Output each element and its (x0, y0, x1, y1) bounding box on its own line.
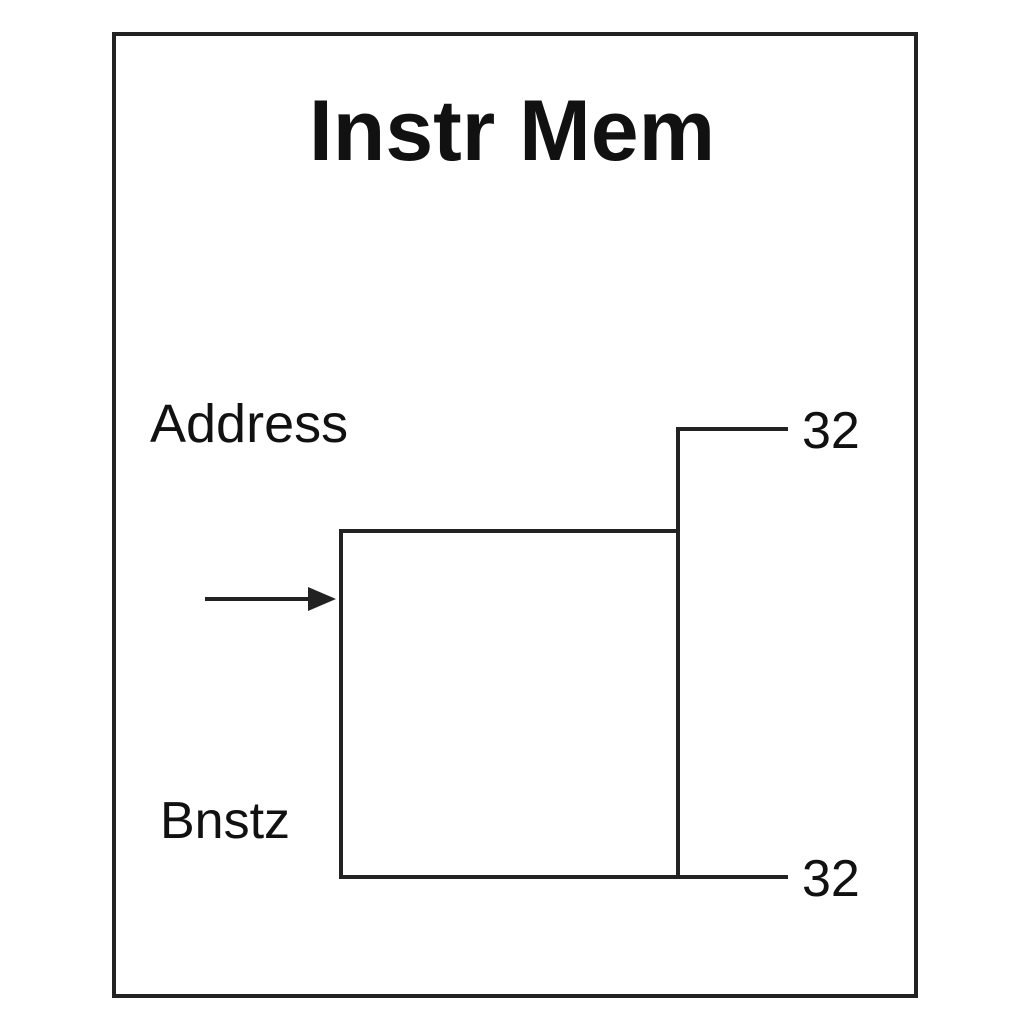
bnstz-label: Bnstz (160, 792, 291, 850)
diagram-title: Instr Mem (308, 83, 716, 179)
output-bottom-width-label: 32 (802, 850, 860, 908)
output-top-width-label: 32 (802, 402, 860, 460)
address-label: Address (150, 394, 349, 454)
diagram-frame (112, 32, 918, 998)
